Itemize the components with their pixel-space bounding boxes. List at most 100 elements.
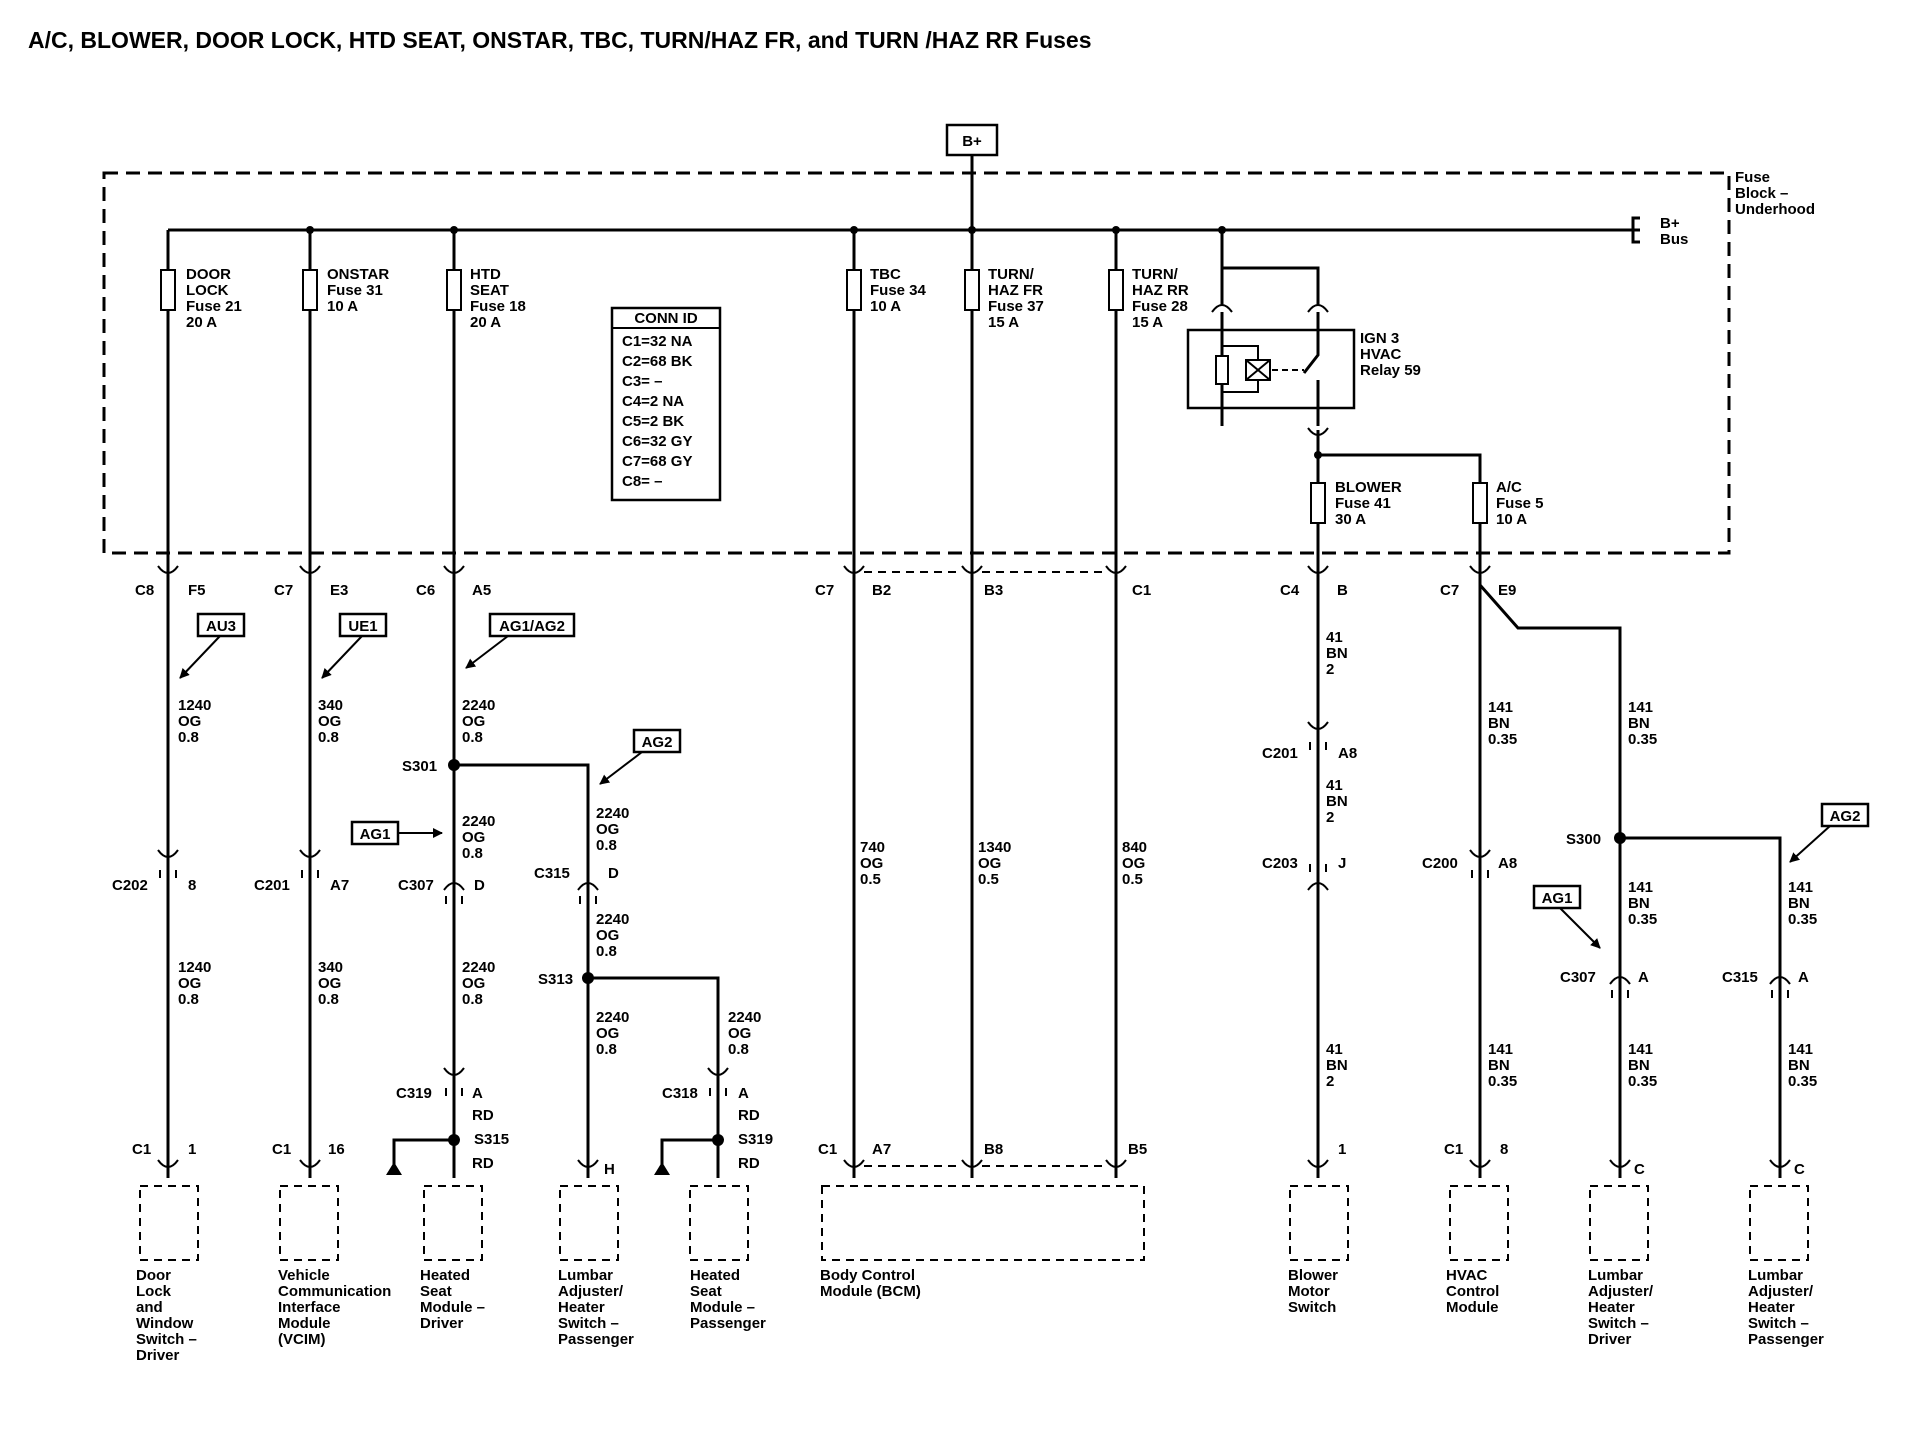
svg-text:C4=2 NA: C4=2 NA (622, 393, 684, 410)
connector-pin-f5: F5 (188, 582, 206, 599)
fuse-block-boundary (102, 171, 1731, 555)
fuse-block-label: Fuse Block – Underhood (1735, 169, 1815, 218)
wire-rd-3: RD (738, 1107, 760, 1124)
splice-s319-ground (654, 1134, 724, 1175)
splice-s300 (1614, 832, 1626, 844)
connector-c307: C307 (398, 877, 434, 894)
ac-branch-wire (1478, 584, 1622, 1178)
svg-text:C5=2 BK: C5=2 BK (622, 413, 684, 430)
svg-text:C1=32 NA: C1=32 NA (622, 333, 693, 350)
connector-c7-ac: C7 (1440, 582, 1459, 599)
ac-fuse (1472, 482, 1488, 524)
relay-output-junction (1314, 451, 1322, 459)
option-ag1-right: AG1 (1532, 884, 1601, 949)
module-pin-c-b: C (1794, 1161, 1805, 1178)
svg-text:C7=68 GY: C7=68 GY (622, 453, 692, 470)
onstar-fuse (302, 269, 318, 311)
connector-c307-pin: D (474, 877, 485, 894)
module-pin-16: 16 (328, 1141, 345, 1158)
diagram-title: A/C, BLOWER, DOOR LOCK, HTD SEAT, ONSTAR… (28, 27, 1092, 53)
module-connector-c1-a: C1 (132, 1141, 151, 1158)
connector-c7-tbc: C7 (815, 582, 834, 599)
wire-rd-1: RD (472, 1107, 494, 1124)
connector-c7: C7 (274, 582, 293, 599)
option-ag2-left: AG2 (599, 728, 682, 785)
connector-c315: C315 (534, 865, 570, 882)
connector-c203-pin: J (1338, 855, 1346, 872)
lumbar-driver-box (1589, 1185, 1649, 1261)
splice-s315-label: S315 (474, 1131, 509, 1148)
heated-seat-driver-box (423, 1185, 483, 1261)
splice-s313-label: S313 (538, 971, 573, 988)
module-pin-1-b: 1 (1338, 1141, 1346, 1158)
svg-text:C3= –: C3= – (622, 373, 662, 390)
connector-c307-right: C307 (1560, 969, 1596, 986)
splice-s300-label: S300 (1566, 831, 1601, 848)
wire-rd-4: RD (738, 1155, 760, 1172)
connector-pin-e9: E9 (1498, 582, 1516, 599)
connector-c200-pin: A8 (1498, 855, 1517, 872)
lumbar-passenger-left-box (559, 1185, 619, 1261)
connector-pin-e3: E3 (330, 582, 348, 599)
splice-s301-label: S301 (402, 758, 437, 775)
connector-pin-b: B (1337, 582, 1348, 599)
splice-s319-label: S319 (738, 1131, 773, 1148)
connector-pin-b2: B2 (872, 582, 891, 599)
connector-c319: C319 (396, 1085, 432, 1102)
connector-pin-a5: A5 (472, 582, 491, 599)
option-ag1-ag2: AG1/AG2 (465, 612, 576, 669)
s313-branch-wire (588, 976, 720, 1178)
module-pin-8: 8 (1500, 1141, 1508, 1158)
connector-c4: C4 (1280, 582, 1300, 599)
splice-s313 (582, 972, 594, 984)
connector-c201-blower-pin: A8 (1338, 745, 1357, 762)
inline-connectors (157, 721, 1791, 1096)
htd-seat-fuse (446, 269, 462, 311)
connector-c307-right-pin: A (1638, 969, 1649, 986)
option-ag2-right: AG2 (1789, 802, 1870, 863)
connector-c201-pin: A7 (330, 877, 349, 894)
module-pin-c-a: C (1634, 1161, 1645, 1178)
connector-c315-pin: D (608, 865, 619, 882)
svg-text:C2=68 BK: C2=68 BK (622, 353, 693, 370)
splice-s301 (448, 759, 460, 771)
connector-c202-pin: 8 (188, 877, 196, 894)
door-lock-fuse (160, 269, 176, 311)
connector-c201: C201 (254, 877, 290, 894)
svg-text:AG2: AG2 (1830, 808, 1861, 825)
module-connector-c1-hvac: C1 (1444, 1141, 1463, 1158)
connector-c203: C203 (1262, 855, 1298, 872)
turn-haz-fr-fuse (964, 269, 980, 311)
